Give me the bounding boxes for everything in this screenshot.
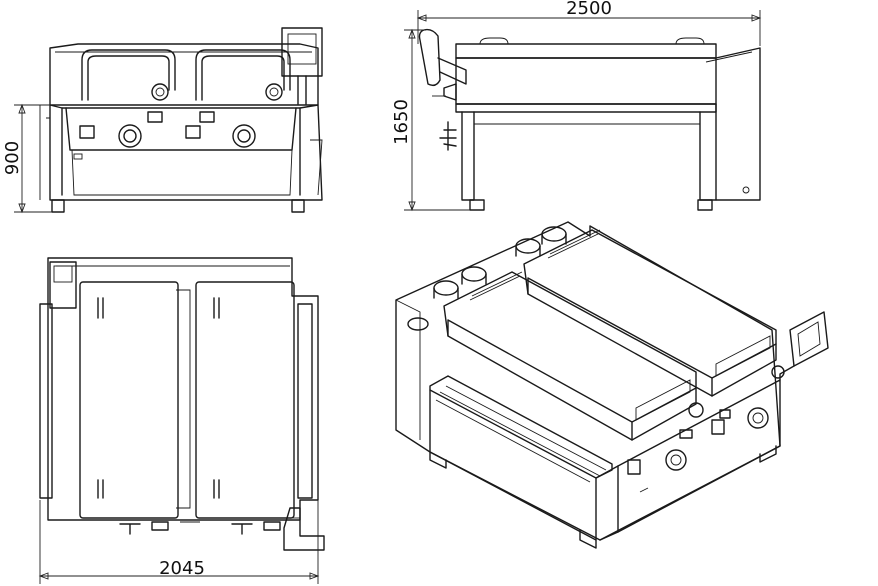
front-view [39, 27, 323, 213]
isometric-view [395, 221, 829, 549]
dimension-label-2500: 2500 [566, 0, 612, 19]
dimension-label-900: 900 [2, 141, 23, 175]
dimension-side-width: 2500 [416, 0, 762, 46]
dimension-front-height: 900 [2, 103, 52, 214]
top-view [39, 257, 325, 551]
dimension-side-height: 1650 [391, 28, 470, 212]
dimension-top-width: 2045 [38, 500, 320, 584]
side-view [418, 28, 761, 211]
dimension-label-2045: 2045 [159, 558, 205, 579]
dimension-label-1650: 1650 [391, 99, 412, 145]
